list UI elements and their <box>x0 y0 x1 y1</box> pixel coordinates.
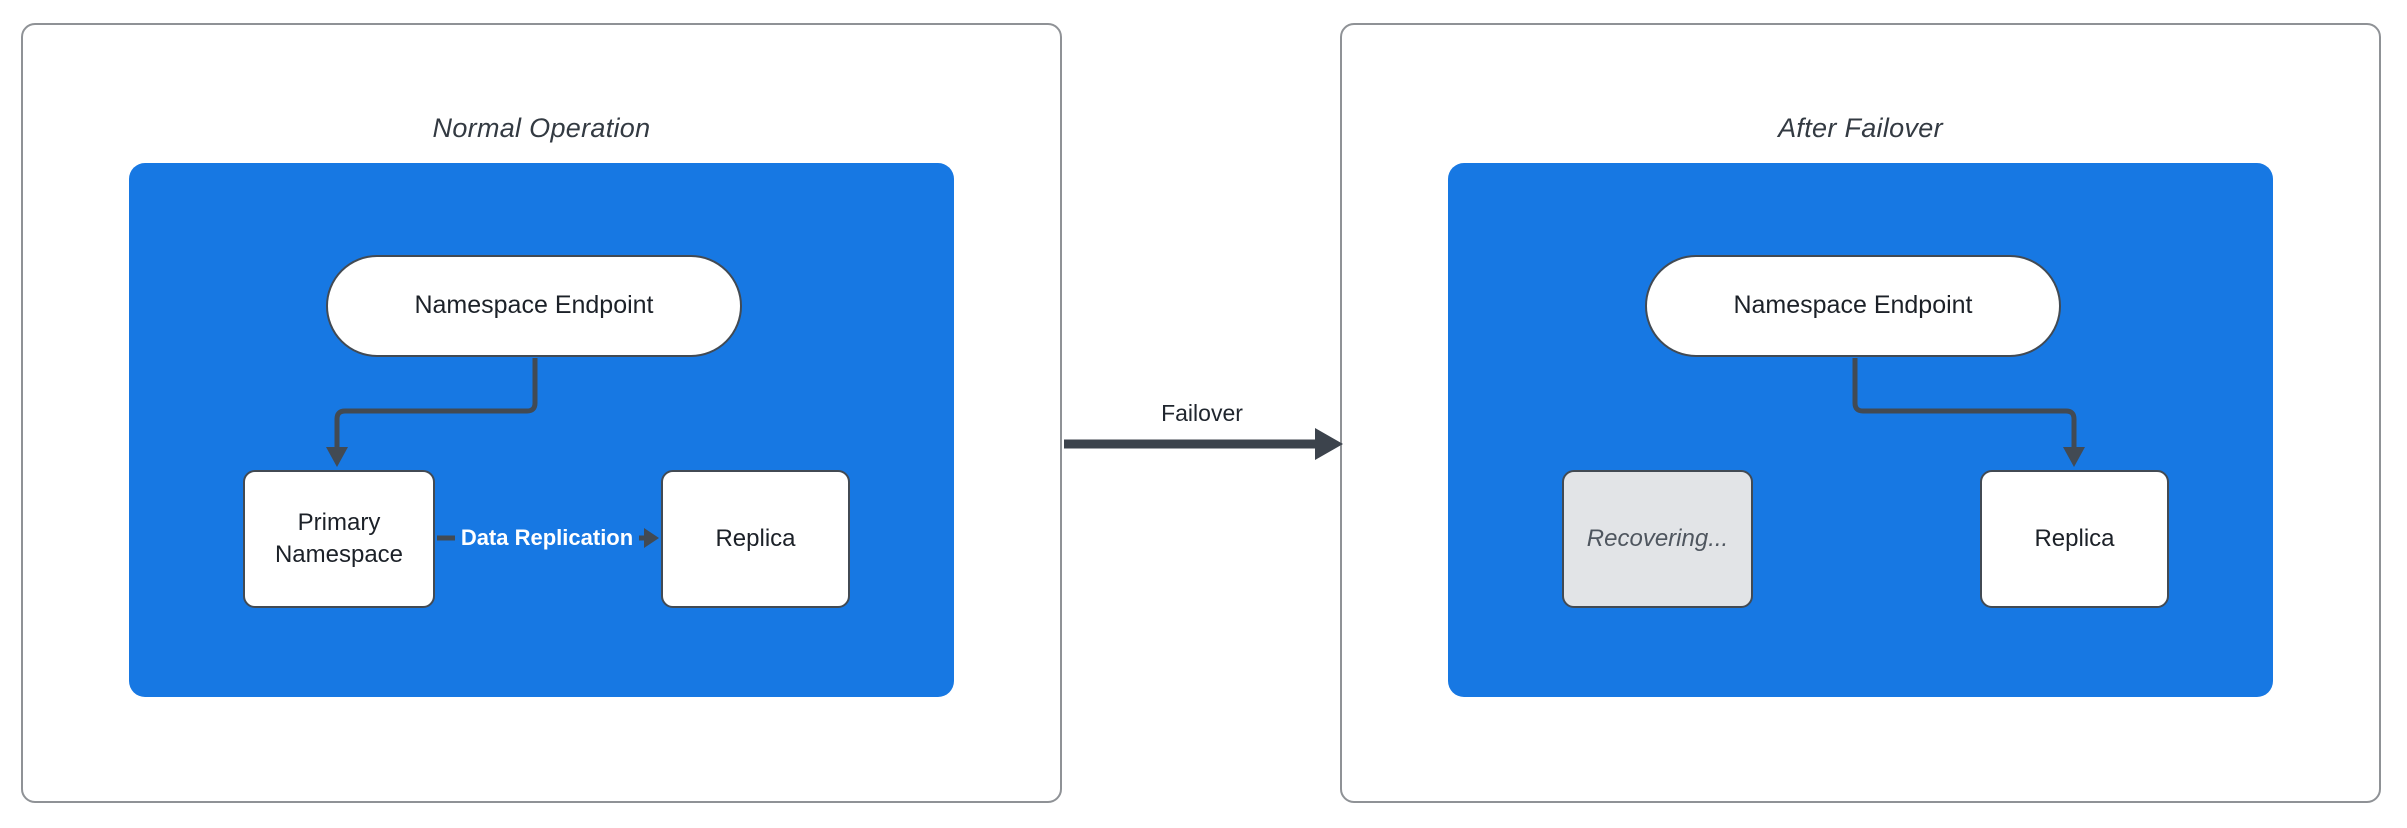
edge-label-failover: Failover <box>1161 400 1243 426</box>
panel-title-after-failover: After Failover <box>1778 113 1943 143</box>
node-replica-left: Replica <box>661 470 850 608</box>
node-namespace-endpoint-right: Namespace Endpoint <box>1645 255 2061 357</box>
node-label-replica-left: Replica <box>715 524 796 552</box>
panel-title-normal-operation: Normal Operation <box>432 113 651 143</box>
arrowhead-failover-icon <box>1315 428 1343 460</box>
node-namespace-endpoint-left: Namespace Endpoint <box>326 255 742 357</box>
node-label-primary-namespace: Primary Namespace <box>274 508 404 568</box>
panel-after-failover: After Failover Namespace Endpoint Recove… <box>1340 23 2381 803</box>
node-label-namespace-endpoint-right: Namespace Endpoint <box>1733 291 1973 320</box>
node-label-namespace-endpoint-left: Namespace Endpoint <box>414 291 654 320</box>
cluster-normal-operation: Namespace Endpoint Primary Namespace Rep… <box>129 163 954 697</box>
node-replica-right: Replica <box>1980 470 2169 608</box>
node-label-replica-right: Replica <box>2034 524 2115 552</box>
panel-normal-operation: Normal Operation Namespace Endpoint Prim… <box>21 23 1062 803</box>
cluster-after-failover: Namespace Endpoint Recovering... Replica <box>1448 163 2273 697</box>
node-label-recovering: Recovering... <box>1586 524 1729 552</box>
node-recovering: Recovering... <box>1562 470 1753 608</box>
node-primary-namespace: Primary Namespace <box>243 470 435 608</box>
